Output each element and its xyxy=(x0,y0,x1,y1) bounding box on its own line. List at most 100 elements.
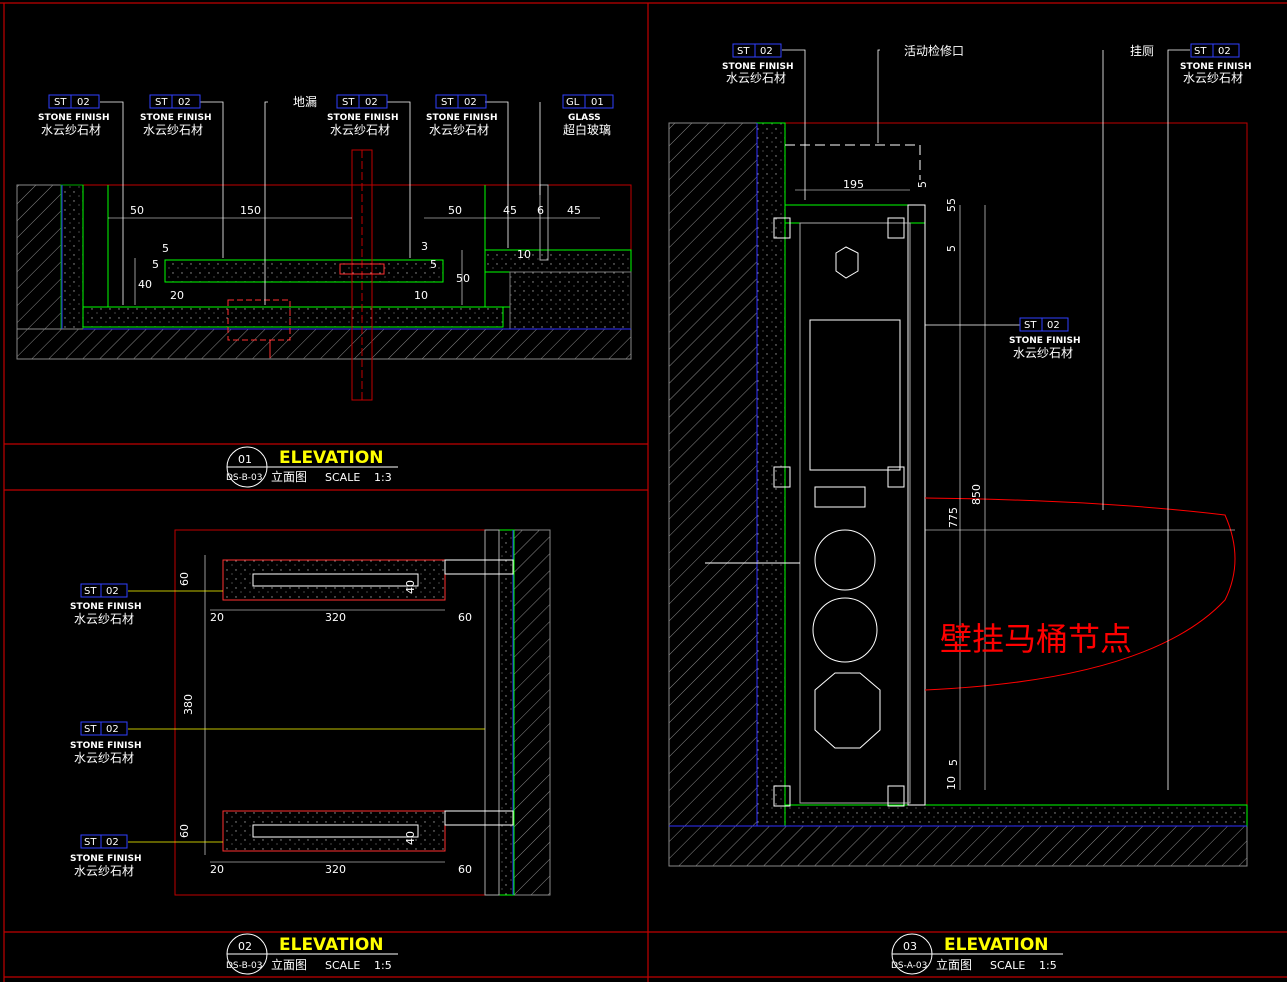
panel-3-dimensions: 195 5 55 5 775 850 5 10 xyxy=(843,178,983,790)
svg-text:ST: ST xyxy=(54,97,67,108)
svg-text:02: 02 xyxy=(1218,46,1231,57)
svg-text:10: 10 xyxy=(517,248,531,261)
svg-text:02: 02 xyxy=(106,724,119,735)
svg-text:195: 195 xyxy=(843,178,864,191)
svg-text:50: 50 xyxy=(448,204,462,217)
svg-text:40: 40 xyxy=(404,831,417,845)
svg-text:STONE FINISH: STONE FINISH xyxy=(722,62,793,72)
svg-text:02: 02 xyxy=(238,940,252,953)
svg-text:60: 60 xyxy=(458,863,472,876)
svg-text:SCALE: SCALE xyxy=(325,959,360,972)
svg-text:320: 320 xyxy=(325,863,346,876)
svg-text:ST: ST xyxy=(342,97,355,108)
svg-text:水云纱石材: 水云纱石材 xyxy=(330,123,390,137)
svg-text:20: 20 xyxy=(210,863,224,876)
panel-1-title-block: 01 DS-B-03 ELEVATION 立面图 SCALE 1:3 xyxy=(226,446,398,488)
svg-text:STONE FINISH: STONE FINISH xyxy=(70,741,141,751)
svg-text:DS-B-03: DS-B-03 xyxy=(226,473,262,483)
svg-text:45: 45 xyxy=(503,204,517,217)
svg-text:ST: ST xyxy=(737,46,750,57)
svg-text:60: 60 xyxy=(178,572,191,586)
svg-text:01: 01 xyxy=(238,453,252,466)
svg-text:ELEVATION: ELEVATION xyxy=(279,448,384,468)
svg-text:55: 55 xyxy=(945,198,958,212)
callout-1-3: 地漏 xyxy=(293,95,317,109)
svg-text:ELEVATION: ELEVATION xyxy=(944,935,1049,955)
svg-text:STONE FINISH: STONE FINISH xyxy=(1180,62,1251,72)
svg-text:150: 150 xyxy=(240,204,261,217)
svg-text:水云纱石材: 水云纱石材 xyxy=(41,123,101,137)
svg-text:02: 02 xyxy=(106,837,119,848)
svg-text:立面图: 立面图 xyxy=(936,957,972,972)
svg-text:5: 5 xyxy=(945,245,958,252)
svg-text:1:5: 1:5 xyxy=(374,959,392,972)
svg-text:40: 40 xyxy=(404,580,417,594)
svg-text:20: 20 xyxy=(170,289,184,302)
svg-text:02: 02 xyxy=(178,97,191,108)
svg-text:5: 5 xyxy=(152,258,159,271)
svg-text:775: 775 xyxy=(947,507,960,528)
svg-text:50: 50 xyxy=(130,204,144,217)
svg-text:STONE FINISH: STONE FINISH xyxy=(426,113,497,123)
panel-3-title-block: 03 DS-A-03 ELEVATION 立面图 SCALE 1:5 xyxy=(891,933,1063,975)
svg-text:380: 380 xyxy=(182,694,195,715)
svg-text:STONE FINISH: STONE FINISH xyxy=(1009,336,1080,346)
svg-text:STONE FINISH: STONE FINISH xyxy=(70,602,141,612)
svg-text:02: 02 xyxy=(464,97,477,108)
svg-text:水云纱石材: 水云纱石材 xyxy=(1183,71,1243,85)
callout-3-3: 挂厕 xyxy=(1130,44,1154,58)
svg-text:40: 40 xyxy=(138,278,152,291)
svg-text:ST: ST xyxy=(441,97,454,108)
svg-text:STONE FINISH: STONE FINISH xyxy=(38,113,109,123)
svg-text:02: 02 xyxy=(1047,320,1060,331)
svg-text:5: 5 xyxy=(430,258,437,271)
svg-text:立面图: 立面图 xyxy=(271,469,307,484)
svg-text:1:3: 1:3 xyxy=(374,471,392,484)
svg-text:02: 02 xyxy=(77,97,90,108)
svg-text:DS-A-03: DS-A-03 xyxy=(891,961,927,971)
svg-text:02: 02 xyxy=(760,46,773,57)
svg-text:ST: ST xyxy=(84,837,97,848)
svg-text:STONE FINISH: STONE FINISH xyxy=(327,113,398,123)
svg-text:GL: GL xyxy=(566,97,580,108)
svg-text:SCALE: SCALE xyxy=(325,471,360,484)
svg-text:03: 03 xyxy=(903,940,917,953)
svg-text:水云纱石材: 水云纱石材 xyxy=(429,123,489,137)
svg-text:5: 5 xyxy=(162,242,169,255)
svg-text:1:5: 1:5 xyxy=(1039,959,1057,972)
svg-text:水云纱石材: 水云纱石材 xyxy=(74,751,134,765)
svg-text:SCALE: SCALE xyxy=(990,959,1025,972)
svg-text:ST: ST xyxy=(84,586,97,597)
annotation-note: 壁挂马桶节点 xyxy=(940,620,1132,658)
svg-text:水云纱石材: 水云纱石材 xyxy=(726,71,786,85)
svg-text:水云纱石材: 水云纱石材 xyxy=(1013,346,1073,360)
svg-text:立面图: 立面图 xyxy=(271,957,307,972)
svg-text:320: 320 xyxy=(325,611,346,624)
svg-text:水云纱石材: 水云纱石材 xyxy=(74,864,134,878)
svg-text:ST: ST xyxy=(1024,320,1037,331)
panel-1-dimensions: 50 150 50 45 6 45 5 5 3 5 40 20 10 50 10 xyxy=(130,204,581,302)
svg-text:超白玻璃: 超白玻璃 xyxy=(563,122,611,137)
svg-text:5: 5 xyxy=(916,181,929,188)
svg-text:02: 02 xyxy=(106,586,119,597)
svg-text:STONE FINISH: STONE FINISH xyxy=(140,113,211,123)
svg-text:02: 02 xyxy=(365,97,378,108)
svg-text:水云纱石材: 水云纱石材 xyxy=(74,612,134,626)
svg-text:3: 3 xyxy=(421,240,428,253)
svg-text:ELEVATION: ELEVATION xyxy=(279,935,384,955)
svg-text:45: 45 xyxy=(567,204,581,217)
panel-2-title-block: 02 DS-B-03 ELEVATION 立面图 SCALE 1:5 xyxy=(226,933,398,975)
svg-text:01: 01 xyxy=(591,97,604,108)
